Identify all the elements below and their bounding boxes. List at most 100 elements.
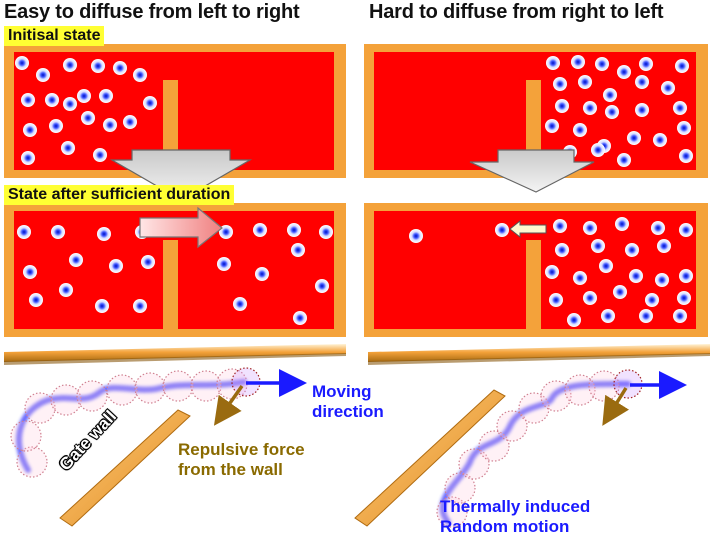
particle-icon — [49, 119, 63, 133]
particle-icon — [23, 265, 37, 279]
rail-right — [368, 344, 710, 365]
moving-direction-label: Moving direction — [312, 382, 384, 421]
particle-icon — [661, 81, 675, 95]
particle-icon — [617, 65, 631, 79]
particle-icon — [555, 99, 569, 113]
trajectory-right — [439, 380, 631, 525]
particle-halo-icon — [458, 448, 490, 480]
particle-icon — [91, 59, 105, 73]
particle-icon — [17, 225, 31, 239]
particle-icon — [97, 227, 111, 241]
particle-halo-icon — [588, 370, 620, 402]
halo-layer — [10, 367, 643, 528]
particle-icon — [141, 255, 155, 269]
particle-icon — [605, 105, 619, 119]
particle-icon — [81, 111, 95, 125]
particle-icon — [613, 285, 627, 299]
particle-icon — [23, 123, 37, 137]
particle-icon — [217, 257, 231, 271]
particle-icon — [69, 253, 83, 267]
particle-icon — [639, 57, 653, 71]
particle-halo-icon — [190, 370, 222, 402]
particle-icon — [567, 313, 581, 327]
particle-icon — [645, 293, 659, 307]
particle-icon — [635, 75, 649, 89]
particle-icon — [553, 219, 567, 233]
particle-icon — [95, 299, 109, 313]
particle-icon — [591, 239, 605, 253]
down-arrow-right — [469, 149, 595, 193]
particle-halo-icon — [134, 372, 166, 404]
particle-icon — [625, 243, 639, 257]
particle-icon — [583, 221, 597, 235]
after-state-label: State after sufficient duration — [4, 185, 235, 205]
particle-halo-icon — [564, 374, 596, 406]
right-arrow-pink — [139, 206, 223, 249]
particle-icon — [629, 269, 643, 283]
particle-halo-icon — [540, 380, 572, 412]
particle-halo-icon — [162, 370, 194, 402]
particle-icon — [113, 61, 127, 75]
particle-icon — [409, 229, 423, 243]
particle-icon — [679, 269, 693, 283]
particle-icon — [233, 297, 247, 311]
particle-icon — [549, 293, 563, 307]
particle-halo-icon — [496, 410, 528, 442]
particle-icon — [93, 148, 107, 162]
particle-icon — [99, 89, 113, 103]
particle-icon — [63, 97, 77, 111]
particle-icon — [123, 115, 137, 129]
particle-icon — [555, 243, 569, 257]
particle-icon — [677, 291, 691, 305]
particle-icon — [143, 96, 157, 110]
particle-icon — [583, 101, 597, 115]
particle-halo-icon — [50, 384, 82, 416]
particle-halo-icon — [478, 430, 510, 462]
particle-icon — [21, 93, 35, 107]
particle-icon — [545, 265, 559, 279]
particle-icon — [675, 59, 689, 73]
particle-icon — [573, 271, 587, 285]
particle-halo-icon — [76, 380, 108, 412]
gate-wall-right — [354, 389, 506, 527]
initial-state-label: Initisal state — [4, 26, 105, 46]
right-title: Hard to diffuse from right to left — [369, 1, 664, 23]
left-arrow-small — [509, 219, 547, 239]
particle-icon — [615, 217, 629, 231]
particle-icon — [657, 239, 671, 253]
particle-halo-icon — [436, 496, 468, 528]
particle-icon — [287, 223, 301, 237]
particle-icon — [109, 259, 123, 273]
particle-icon — [51, 225, 65, 239]
particle-icon — [653, 133, 667, 147]
particle-icon — [583, 291, 597, 305]
particle-icon — [673, 101, 687, 115]
particle-icon — [545, 119, 559, 133]
particle-icon — [553, 77, 567, 91]
particles-layer — [15, 55, 693, 327]
particle-icon — [595, 57, 609, 71]
particle-icon — [571, 55, 585, 69]
particle-icon — [635, 103, 649, 117]
particle-icon — [319, 225, 333, 239]
particle-icon — [627, 131, 641, 145]
particle-icon — [651, 221, 665, 235]
particle-icon — [677, 121, 691, 135]
repulsive-force-label: Repulsive force from the wall — [178, 440, 305, 479]
particle-icon — [21, 151, 35, 165]
particle-icon — [45, 93, 59, 107]
particle-icon — [15, 56, 29, 70]
trajectory-left — [16, 379, 247, 473]
particle-icon — [255, 267, 269, 281]
left-title: Easy to diffuse from left to right — [4, 1, 300, 23]
particle-icon — [133, 68, 147, 82]
particle-halo-icon — [16, 446, 48, 478]
particle-icon — [578, 75, 592, 89]
particle-icon — [77, 89, 91, 103]
particle-icon — [36, 68, 50, 82]
particle-halo-icon — [24, 392, 56, 424]
particle-icon — [639, 309, 653, 323]
particle-icon — [546, 56, 560, 70]
particle-halo-icon — [10, 420, 42, 452]
